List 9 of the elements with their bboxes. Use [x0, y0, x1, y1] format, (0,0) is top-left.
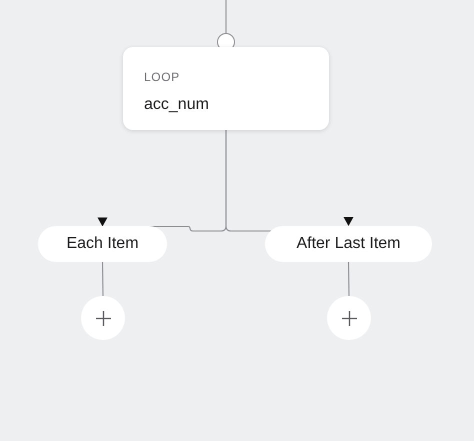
connector-line	[348, 262, 350, 296]
connector-line	[102, 262, 104, 296]
branch-node: After Last Item	[265, 226, 432, 262]
branch-node: Each Item	[38, 226, 167, 262]
node-title: acc_num	[144, 95, 209, 115]
loop-card	[123, 47, 329, 130]
add-step-button	[81, 296, 125, 340]
node-type-label: LOOP	[144, 69, 180, 85]
add-step-button	[327, 296, 371, 340]
